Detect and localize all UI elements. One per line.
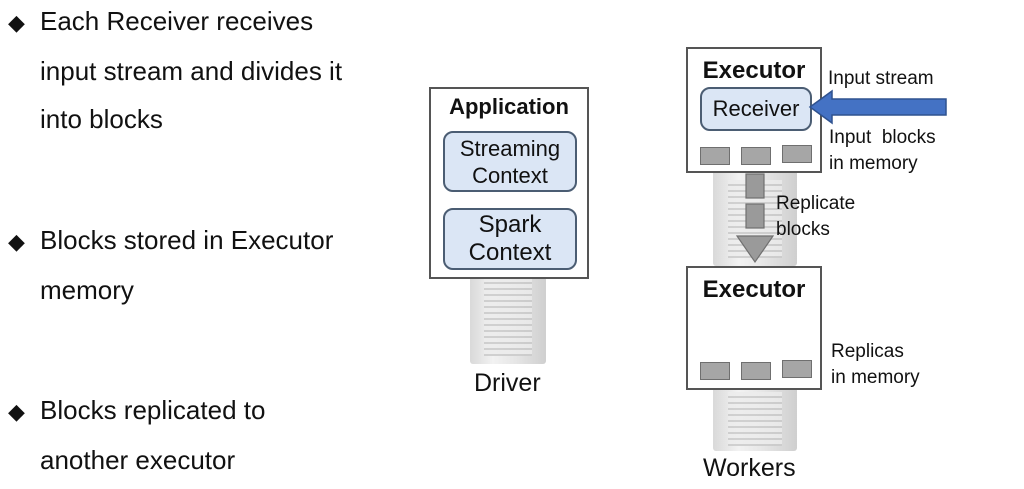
replicate-blocks-label: Replicate blocks bbox=[776, 191, 855, 243]
spark-context-line: Context bbox=[468, 239, 552, 266]
streaming-context-line: Context bbox=[472, 162, 548, 188]
executor-title: Executor bbox=[702, 276, 806, 303]
streaming-context-line: Streaming bbox=[459, 135, 561, 161]
memory-block bbox=[741, 147, 771, 165]
bullet-text: another executor bbox=[40, 445, 236, 475]
streaming-context: Streaming Context bbox=[443, 131, 577, 192]
workers-label: Workers bbox=[703, 454, 796, 482]
replicate-arrow bbox=[735, 173, 775, 264]
input-stream-arrow bbox=[808, 89, 947, 125]
bullet-text: memory bbox=[40, 275, 134, 305]
executor-top: Executor Receiver bbox=[686, 47, 822, 173]
diamond-bullet-icon: ◆ bbox=[8, 10, 25, 35]
application-box: Application Streaming Context Spark Cont… bbox=[429, 87, 589, 279]
replicate-line: blocks bbox=[776, 219, 830, 240]
worker-server-icon bbox=[713, 385, 797, 451]
executor-bottom: Executor bbox=[686, 266, 822, 390]
input-stream-label: Input stream bbox=[828, 68, 934, 89]
memory-block bbox=[700, 362, 730, 380]
bullet-blocks-stored: ◆ Blocks stored in Executor memory bbox=[8, 216, 333, 314]
input-blocks-label: Input blocks in memory bbox=[829, 125, 936, 177]
diamond-bullet-icon: ◆ bbox=[8, 399, 25, 424]
spark-context-line: Spark bbox=[478, 211, 542, 238]
replicas-label: Replicas in memory bbox=[831, 339, 920, 391]
diamond-bullet-icon: ◆ bbox=[8, 229, 25, 254]
spark-context: Spark Context bbox=[443, 208, 577, 270]
replicate-line: Replicate bbox=[776, 193, 856, 214]
memory-block bbox=[700, 147, 730, 165]
memory-block bbox=[782, 360, 812, 378]
memory-block bbox=[782, 145, 812, 163]
receiver-label: Receiver bbox=[712, 96, 800, 121]
input-blocks-line: Input blocks bbox=[829, 127, 936, 148]
memory-block bbox=[741, 362, 771, 380]
input-blocks-line: in memory bbox=[829, 153, 918, 174]
driver-server-icon bbox=[470, 268, 546, 364]
receiver: Receiver bbox=[700, 87, 812, 131]
bullet-text: into blocks bbox=[40, 104, 163, 134]
replicas-line: Replicas bbox=[831, 341, 904, 362]
driver-label: Driver bbox=[474, 369, 541, 397]
bullet-text: input stream and divides it bbox=[40, 56, 343, 86]
executor-title: Executor bbox=[702, 57, 806, 84]
bullet-text: Blocks replicated to bbox=[40, 395, 266, 425]
bullet-text: Each Receiver receives bbox=[40, 6, 314, 36]
bullet-blocks-replicated: ◆ Blocks replicated to another executor bbox=[8, 386, 265, 484]
replicas-line: in memory bbox=[831, 367, 920, 388]
bullet-receiver: ◆ Each Receiver receives input stream and… bbox=[8, 0, 342, 143]
bullet-text: Blocks stored in Executor bbox=[40, 225, 334, 255]
application-title: Application bbox=[449, 94, 569, 119]
